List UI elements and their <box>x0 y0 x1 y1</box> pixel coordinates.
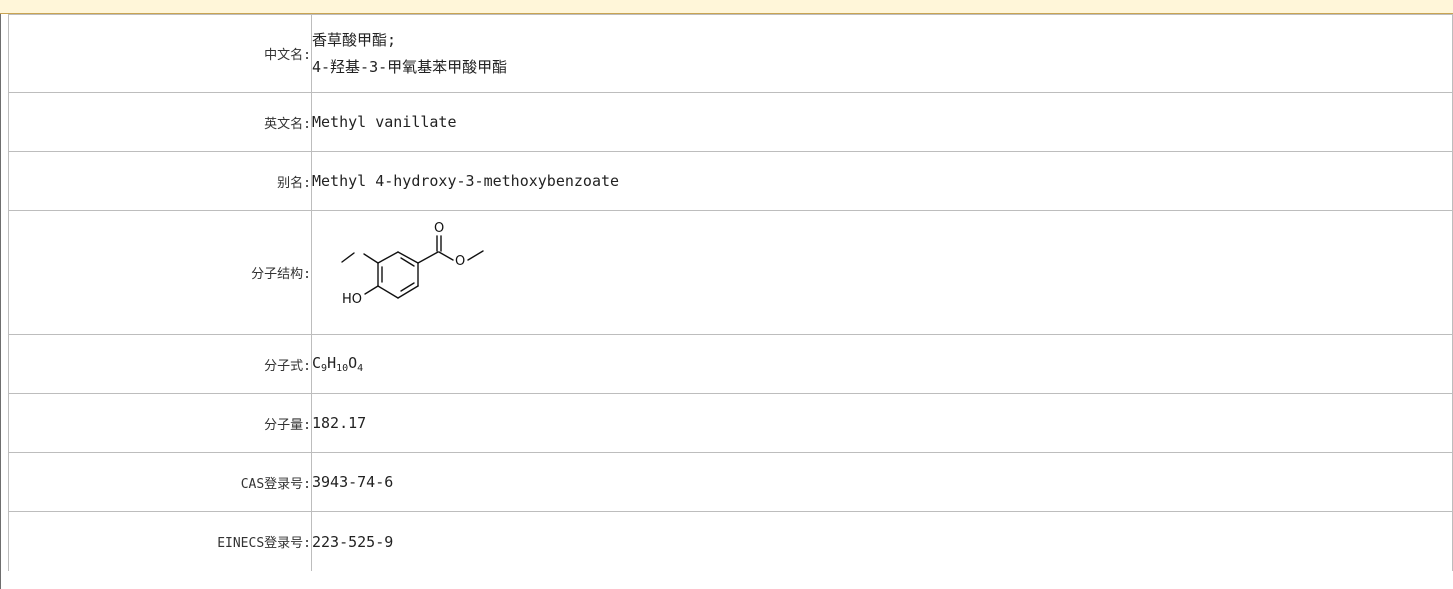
atom-label-ketone-o: O <box>434 221 444 236</box>
row-alias: 别名: Methyl 4-hydroxy-3-methoxybenzoate <box>8 151 1453 211</box>
row-structure: 分子结构: <box>8 210 1453 335</box>
header-bar <box>0 0 1453 14</box>
formula-h: H <box>327 354 337 372</box>
label-english-name: 英文名: <box>8 92 312 152</box>
value-chinese-name[interactable]: 香草酸甲酯; 4-羟基-3-甲氧基苯甲酸甲酯 <box>311 14 1453 93</box>
compound-info-table: 中文名: 香草酸甲酯; 4-羟基-3-甲氧基苯甲酸甲酯 英文名: Methyl … <box>8 14 1453 571</box>
formula-o: O <box>348 354 358 372</box>
row-einecs: EINECS登录号: 223-525-9 <box>8 511 1453 571</box>
frame-border <box>0 14 1 589</box>
atom-label-ester-o: O <box>455 254 465 269</box>
label-cas: CAS登录号: <box>8 452 312 512</box>
label-einecs: EINECS登录号: <box>8 511 312 571</box>
value-formula[interactable]: C9H10O4 <box>311 334 1453 394</box>
formula-c-count: 9 <box>321 363 328 374</box>
label-formula: 分子式: <box>8 334 312 394</box>
formula-h-count: 10 <box>336 363 349 374</box>
label-alias: 别名: <box>8 151 312 211</box>
row-cas: CAS登录号: 3943-74-6 <box>8 452 1453 512</box>
formula-c: C <box>312 354 322 372</box>
row-molecular-weight: 分子量: 182.17 <box>8 393 1453 453</box>
label-structure: 分子结构: <box>8 210 312 335</box>
formula-o-count: 4 <box>357 363 364 374</box>
row-english-name: 英文名: Methyl vanillate <box>8 92 1453 152</box>
label-chinese-name: 中文名: <box>8 14 312 93</box>
atom-label-hydroxyl: HO <box>342 292 362 307</box>
value-einecs[interactable]: 223-525-9 <box>311 511 1453 571</box>
row-formula: 分子式: C9H10O4 <box>8 334 1453 394</box>
molecular-structure-image: O O HO <box>341 221 484 307</box>
value-molecular-weight[interactable]: 182.17 <box>311 393 1453 453</box>
value-structure: O O HO <box>311 210 1453 335</box>
chinese-name-line-2: 4-羟基-3-甲氧基苯甲酸甲酯 <box>312 57 508 76</box>
value-cas[interactable]: 3943-74-6 <box>311 452 1453 512</box>
label-molecular-weight: 分子量: <box>8 393 312 453</box>
row-chinese-name: 中文名: 香草酸甲酯; 4-羟基-3-甲氧基苯甲酸甲酯 <box>8 14 1453 93</box>
value-english-name[interactable]: Methyl vanillate <box>311 92 1453 152</box>
value-alias[interactable]: Methyl 4-hydroxy-3-methoxybenzoate <box>311 151 1453 211</box>
chinese-name-line-1: 香草酸甲酯; <box>312 30 397 49</box>
